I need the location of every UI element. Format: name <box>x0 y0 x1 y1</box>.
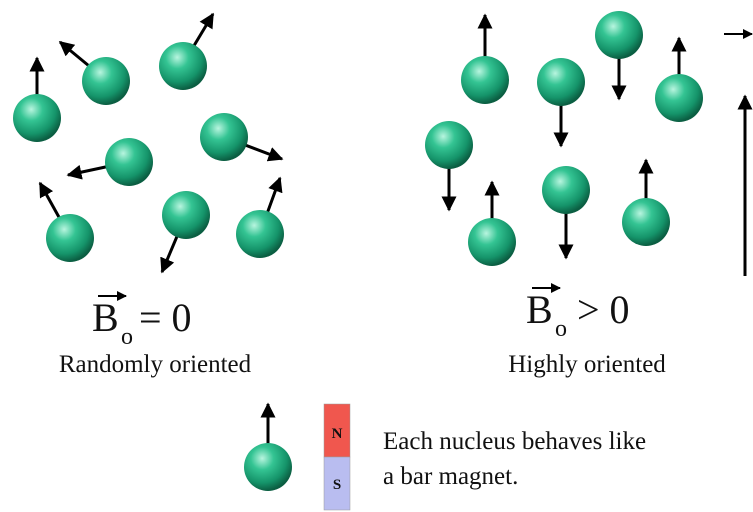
field-relation: = 0 <box>139 295 192 340</box>
nucleus <box>200 113 284 162</box>
nucleus <box>38 181 94 262</box>
nucleus <box>622 158 670 246</box>
nucleus <box>542 166 590 260</box>
nucleus <box>537 58 585 148</box>
field-symbol: B <box>526 287 553 332</box>
nucleus <box>13 56 61 142</box>
left-equation: B o = 0 <box>92 291 192 350</box>
random-nuclei-group <box>13 12 284 274</box>
field-symbol: B <box>92 295 119 340</box>
nucleus <box>58 40 130 105</box>
nucleus <box>595 11 643 101</box>
nucleus <box>655 36 703 122</box>
nucleus <box>160 191 210 274</box>
right-equation: B o > 0 <box>526 283 630 342</box>
magnet-north-label: N <box>332 426 343 442</box>
field-subscript: o <box>121 324 133 350</box>
right-caption: Highly oriented <box>508 351 666 378</box>
left-caption: Randomly oriented <box>59 351 252 378</box>
nucleus <box>236 176 284 258</box>
legend-text-line2: a bar magnet. <box>383 463 518 490</box>
bar-magnet: N S <box>323 403 351 511</box>
magnet-south-pole <box>323 456 351 511</box>
field-subscript: o <box>555 316 567 342</box>
legend-nucleus <box>244 402 292 491</box>
nucleus <box>425 121 473 212</box>
nucleus <box>468 180 516 266</box>
magnet-south-label: S <box>333 477 341 493</box>
nucleus <box>461 13 509 104</box>
field-relation: > 0 <box>577 287 630 332</box>
magnet-north-pole <box>323 403 351 458</box>
oriented-nuclei-group <box>425 11 703 266</box>
legend-text-line1: Each nucleus behaves like <box>383 428 646 455</box>
nucleus <box>159 12 215 90</box>
nucleus <box>66 138 153 186</box>
